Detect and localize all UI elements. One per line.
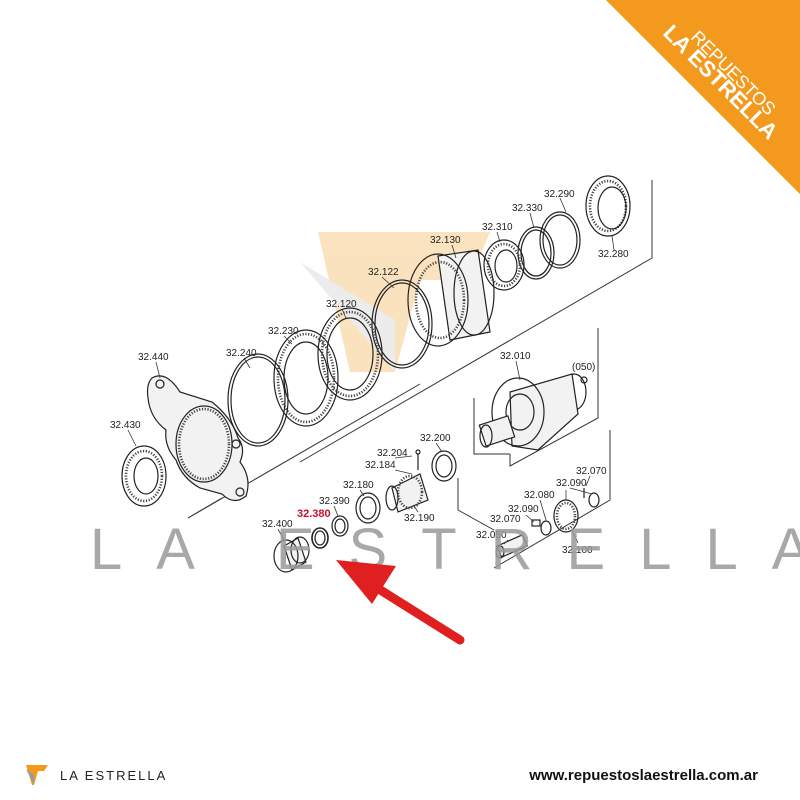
part-32-070-pins: [531, 488, 585, 527]
label-32-130: 32.130: [430, 235, 461, 246]
label-32-330: 32.330: [512, 203, 543, 214]
footer-brand-name: LA ESTRELLA: [60, 768, 168, 783]
part-32-200-ring: [431, 450, 457, 482]
label-32-230: 32.230: [268, 326, 299, 337]
part-32-130-drum: [407, 249, 495, 347]
label-32-100: 32.100: [562, 545, 593, 556]
label-32-310: 32.310: [482, 222, 513, 233]
part-32-280-ring-gear: [585, 175, 631, 237]
part-32-050-shaft: [495, 534, 529, 559]
label-32-070-b: 32.070: [576, 466, 607, 477]
label-32-200: 32.200: [420, 433, 451, 444]
label-32-204: 32.204: [377, 448, 408, 459]
part-32-310-bearing: [483, 239, 525, 291]
label-050: (050): [572, 362, 595, 373]
part-32-240-ring: [227, 353, 289, 447]
part-32-400-bearing: [273, 536, 310, 573]
label-32-190: 32.190: [404, 513, 435, 524]
label-32-120: 32.120: [326, 299, 357, 310]
part-32-440-plate: [146, 375, 249, 502]
part-32-180-bearing: [355, 492, 381, 524]
label-32-290: 32.290: [544, 189, 575, 200]
footer-website-link[interactable]: www.repuestoslaestrella.com.ar: [529, 767, 758, 784]
red-pointer-arrow: [336, 560, 465, 645]
label-32-180: 32.180: [343, 480, 374, 491]
part-32-390-ring: [331, 515, 349, 537]
part-32-204-pin: [415, 449, 421, 470]
part-labels: 32.290 32.330 32.310 32.280 32.130 32.12…: [110, 189, 629, 556]
part-32-122-ring: [371, 279, 433, 369]
watermark-text: LA ESTRELLA: [90, 517, 800, 582]
part-32-380-washer: [311, 527, 329, 549]
label-32-440: 32.440: [138, 352, 169, 363]
label-32-390: 32.390: [319, 496, 350, 507]
brand-logo-icon: [26, 765, 48, 785]
label-32-430: 32.430: [110, 420, 141, 431]
label-32-400: 32.400: [262, 519, 293, 530]
label-32-080: 32.080: [524, 490, 555, 501]
part-32-010-carrier: [478, 373, 588, 451]
part-32-290-snap-ring: [539, 211, 581, 269]
label-32-184: 32.184: [365, 460, 396, 471]
label-32-122: 32.122: [368, 267, 399, 278]
label-32-090-b: 32.090: [556, 478, 587, 489]
label-32-050: 32.050: [476, 530, 507, 541]
corner-ribbon: REPUESTOS LA ESTRELLA: [540, 0, 800, 194]
label-32-010: 32.010: [500, 351, 531, 362]
label-32-090-a: 32.090: [508, 504, 539, 515]
label-32-070-a: 32.070: [490, 514, 521, 525]
label-32-280: 32.280: [598, 249, 629, 260]
part-32-430-ring-gear: [121, 445, 167, 507]
part-32-120-disc: [317, 307, 383, 401]
label-32-240: 32.240: [226, 348, 257, 359]
part-32-190-sun-gear: [385, 473, 429, 513]
part-32-090-washers: [540, 492, 600, 536]
leader-lines: [127, 197, 615, 545]
label-32-380-highlighted: 32.380: [297, 508, 331, 520]
